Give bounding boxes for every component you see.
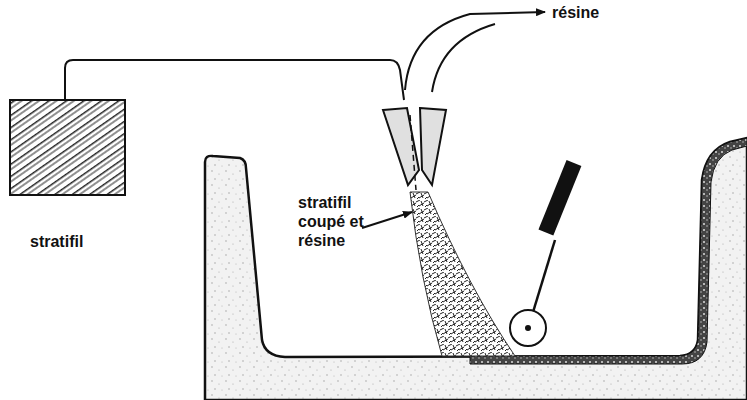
roving-creel: [10, 100, 125, 195]
resin-line: [405, 12, 545, 90]
roller-handle: [538, 160, 581, 236]
spray-cone: [410, 192, 515, 356]
roller-axle: [525, 325, 531, 331]
roller: [510, 310, 546, 346]
spray-label: stratifil coupé et résine: [298, 193, 376, 250]
leader-arrow: [362, 212, 412, 228]
roving-feed: [410, 115, 416, 190]
laminate-layer: [470, 138, 747, 364]
roving-label: stratifil: [30, 232, 83, 251]
resin-nozzle: [420, 108, 446, 185]
mould: [205, 138, 747, 400]
resin-label: résine: [552, 3, 599, 22]
chopper-nozzle: [383, 108, 419, 185]
roller-rod: [530, 240, 555, 322]
resin-line: [432, 24, 495, 92]
roving-strand: [65, 60, 404, 100]
